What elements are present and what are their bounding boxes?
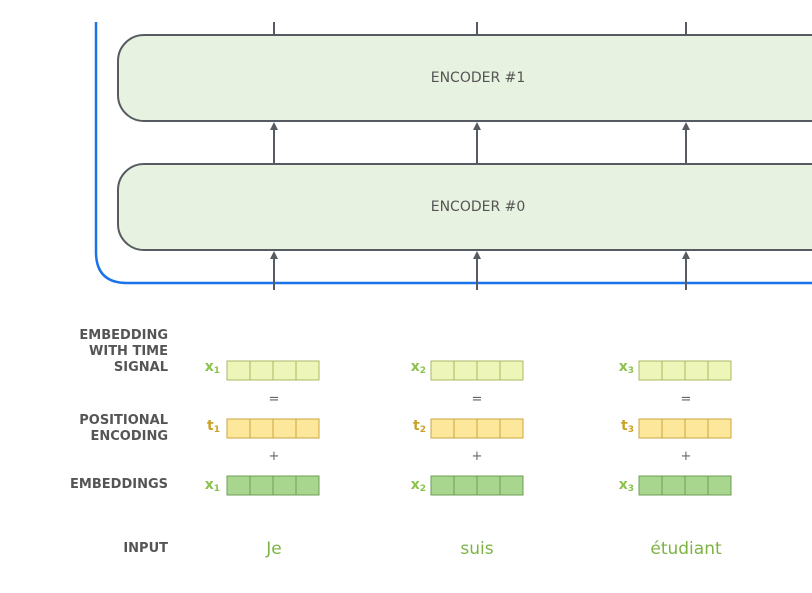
signal-vector-label-1: x1 bbox=[196, 359, 220, 376]
positional-vector-3-cell-2 bbox=[661, 418, 686, 439]
signal-vector-2-cell-1 bbox=[430, 360, 455, 381]
embedding-vector-3-cell-1 bbox=[638, 475, 663, 496]
row-label-line: POSITIONAL bbox=[79, 413, 168, 428]
row-label-line: SIGNAL bbox=[113, 360, 168, 375]
signal-vector-2-cell-3 bbox=[476, 360, 501, 381]
vector-grid bbox=[226, 360, 732, 496]
signal-vector-2-cell-4 bbox=[499, 360, 524, 381]
encoder-0-label: ENCODER #0 bbox=[430, 199, 526, 215]
signal-vector-3-cell-3 bbox=[684, 360, 709, 381]
positional-vector-2-cell-1 bbox=[430, 418, 455, 439]
positional-vector-2-cell-4 bbox=[499, 418, 524, 439]
positional-vector-label-3-symbol: t bbox=[621, 418, 628, 434]
input-word-1: Je bbox=[266, 539, 282, 559]
signal-vector-1-cell-4 bbox=[295, 360, 320, 381]
positional-vector-label-3: t3 bbox=[610, 418, 634, 435]
signal-vector-3-cell-1 bbox=[638, 360, 663, 381]
positional-vector-label-1-symbol: t bbox=[207, 418, 214, 434]
signal-vector-2-cell-2 bbox=[453, 360, 478, 381]
embedding-vector-label-1-index: 1 bbox=[213, 484, 220, 494]
signal-vector-label-3-symbol: x bbox=[618, 359, 628, 375]
input-word-3: étudiant bbox=[650, 539, 722, 559]
positional-vector-1-cell-2 bbox=[249, 418, 274, 439]
row-label-line: EMBEDDINGS bbox=[70, 477, 168, 492]
signal-vector-label-1-symbol: x bbox=[204, 359, 214, 375]
positional-vector-label-1-index: 1 bbox=[213, 425, 220, 435]
signal-vector-1-cell-2 bbox=[249, 360, 274, 381]
signal-vector-3-cell-2 bbox=[661, 360, 686, 381]
embedding-vector-label-3: x3 bbox=[610, 477, 634, 494]
signal-vector-label-1-index: 1 bbox=[213, 366, 220, 376]
signal-vector-1-cell-1 bbox=[226, 360, 251, 381]
equals-operator-2: = bbox=[471, 392, 483, 407]
embedding-vector-3-cell-3 bbox=[684, 475, 709, 496]
embedding-vector-label-2: x2 bbox=[402, 477, 426, 494]
embedding-vector-label-3-index: 3 bbox=[627, 484, 634, 494]
positional-vector-2-cell-2 bbox=[453, 418, 478, 439]
encoder-0-box bbox=[117, 163, 812, 251]
row-label-embedding-with-time-signal: EMBEDDING WITH TIME SIGNAL bbox=[79, 328, 168, 376]
signal-vector-label-3-index: 3 bbox=[627, 366, 634, 376]
positional-vector-3-cell-4 bbox=[707, 418, 732, 439]
signal-vector-label-2: x2 bbox=[402, 359, 426, 376]
signal-vector-label-2-index: 2 bbox=[419, 366, 426, 376]
embedding-vector-label-3-symbol: x bbox=[618, 477, 628, 493]
positional-vector-2-cell-3 bbox=[476, 418, 501, 439]
signal-vector-label-2-symbol: x bbox=[410, 359, 420, 375]
positional-vector-1-cell-1 bbox=[226, 418, 251, 439]
row-label-positional-encoding: POSITIONAL ENCODING bbox=[79, 413, 168, 445]
encoder-1-label: ENCODER #1 bbox=[430, 70, 526, 86]
embedding-vector-label-1-symbol: x bbox=[204, 477, 214, 493]
embedding-vector-1-cell-3 bbox=[272, 475, 297, 496]
positional-vector-3-cell-3 bbox=[684, 418, 709, 439]
positional-vector-label-2: t2 bbox=[402, 418, 426, 435]
input-word-2: suis bbox=[460, 539, 494, 559]
positional-vector-label-1: t1 bbox=[196, 418, 220, 435]
equals-operator-1: = bbox=[268, 392, 280, 407]
row-label-line: ENCODING bbox=[90, 429, 168, 444]
embedding-vector-2-cell-4 bbox=[499, 475, 524, 496]
positional-vector-label-2-symbol: t bbox=[413, 418, 420, 434]
row-label-line: WITH TIME bbox=[89, 344, 168, 359]
embedding-vector-2-cell-2 bbox=[453, 475, 478, 496]
embedding-vector-2-cell-3 bbox=[476, 475, 501, 496]
equals-operator-3: = bbox=[680, 392, 692, 407]
plus-operator-3: + bbox=[680, 449, 692, 464]
row-label-line: EMBEDDING bbox=[79, 328, 168, 343]
plus-operator-1: + bbox=[268, 449, 280, 464]
embedding-vector-2-cell-1 bbox=[430, 475, 455, 496]
encoder-stack-border bbox=[94, 22, 812, 285]
embedding-vector-label-2-symbol: x bbox=[410, 477, 420, 493]
positional-vector-1-cell-4 bbox=[295, 418, 320, 439]
embedding-vector-1-cell-1 bbox=[226, 475, 251, 496]
signal-vector-3-cell-4 bbox=[707, 360, 732, 381]
row-label-input: INPUT bbox=[123, 541, 168, 557]
signal-vector-1-cell-3 bbox=[272, 360, 297, 381]
signal-vector-label-3: x3 bbox=[610, 359, 634, 376]
embedding-vector-1-cell-2 bbox=[249, 475, 274, 496]
embedding-vector-label-2-index: 2 bbox=[419, 484, 426, 494]
embedding-vector-3-cell-4 bbox=[707, 475, 732, 496]
positional-vector-1-cell-3 bbox=[272, 418, 297, 439]
plus-operator-2: + bbox=[471, 449, 483, 464]
embedding-vector-label-1: x1 bbox=[196, 477, 220, 494]
row-label-line: INPUT bbox=[123, 541, 168, 556]
positional-vector-label-3-index: 3 bbox=[627, 425, 634, 435]
positional-vector-label-2-index: 2 bbox=[419, 425, 426, 435]
positional-vector-3-cell-1 bbox=[638, 418, 663, 439]
row-label-embeddings: EMBEDDINGS bbox=[70, 477, 168, 493]
embedding-vector-1-cell-4 bbox=[295, 475, 320, 496]
embedding-vector-3-cell-2 bbox=[661, 475, 686, 496]
encoder-1-box bbox=[117, 34, 812, 122]
